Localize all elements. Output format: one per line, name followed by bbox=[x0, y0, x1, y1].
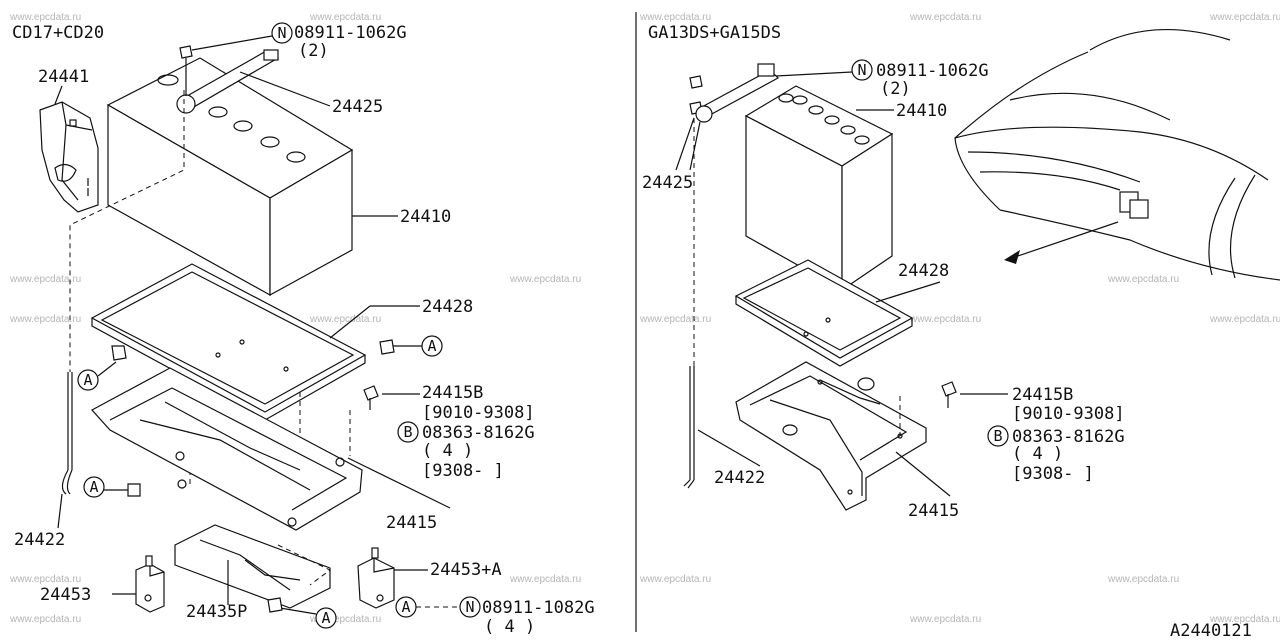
part-label-24410: 24410 bbox=[896, 101, 947, 121]
bracket-24453a: 24453+A bbox=[357, 547, 502, 609]
svg-text:N: N bbox=[857, 61, 866, 79]
a-marker bbox=[315, 607, 337, 629]
watermark: www.epcdata.ru bbox=[509, 274, 581, 285]
date-range: [9010-9308] bbox=[1012, 404, 1125, 424]
a-marker bbox=[83, 476, 105, 498]
part-qty: (2) bbox=[880, 79, 911, 99]
watermark: www.epcdata.ru bbox=[1107, 274, 1179, 285]
watermark: www.epcdata.ru bbox=[9, 274, 81, 285]
nut-top-callout: N 08911-1062G (2) bbox=[191, 22, 407, 61]
tray-24428: 24428 bbox=[90, 263, 473, 421]
svg-text:A: A bbox=[401, 598, 410, 616]
watermark: www.epcdata.ru bbox=[309, 314, 381, 325]
hold-down-24425: 24425 bbox=[642, 63, 779, 193]
svg-text:A: A bbox=[321, 609, 330, 627]
n-marker bbox=[851, 59, 873, 81]
part-number-08363-8162g: 08363-8162G bbox=[422, 423, 535, 443]
svg-text:A: A bbox=[427, 337, 436, 355]
n-marker-letter: N bbox=[277, 24, 286, 42]
watermarks: www.epcdata.ru www.epcdata.ru www.epcdat… bbox=[9, 12, 1280, 625]
svg-text:A: A bbox=[89, 478, 98, 496]
car-location-sketch bbox=[954, 29, 1280, 281]
watermark: www.epcdata.ru bbox=[639, 574, 711, 585]
b-marker bbox=[397, 421, 419, 443]
watermark: www.epcdata.ru bbox=[909, 314, 981, 325]
support-24435p: 24435P bbox=[174, 524, 331, 622]
watermark: www.epcdata.ru bbox=[1209, 314, 1280, 325]
nut-callout-right: N 08911-1062G (2) bbox=[775, 59, 989, 99]
part-label-24453: 24453 bbox=[40, 585, 91, 605]
watermark: www.epcdata.ru bbox=[909, 12, 981, 23]
date-range: [9010-9308] bbox=[422, 403, 535, 423]
diagram-code: A2440121 bbox=[1170, 621, 1252, 640]
watermark: www.epcdata.ru bbox=[309, 614, 381, 625]
part-label-24410: 24410 bbox=[400, 207, 451, 227]
rod-24422: 24422 bbox=[683, 118, 765, 489]
bracket-24453: 24453 bbox=[40, 555, 165, 613]
part-number-08363-8162g: 08363-8162G bbox=[1012, 427, 1125, 447]
svg-text:A: A bbox=[83, 371, 92, 389]
watermark: www.epcdata.ru bbox=[9, 314, 81, 325]
n-marker bbox=[271, 22, 293, 44]
left-panel-title: CD17+CD20 bbox=[12, 23, 104, 43]
part-label-24453a: 24453+A bbox=[430, 560, 502, 580]
part-label-24415: 24415 bbox=[908, 501, 959, 521]
part-qty: ( 4 ) bbox=[1012, 444, 1063, 464]
part-label-24435p: 24435P bbox=[186, 602, 247, 622]
part-label-24428: 24428 bbox=[422, 297, 473, 317]
right-panel-title: GA13DS+GA15DS bbox=[648, 23, 781, 43]
alignment-line bbox=[69, 90, 185, 372]
part-number-08911-1062g: 08911-1062G bbox=[294, 23, 407, 43]
svg-text:N: N bbox=[465, 598, 474, 616]
watermark: www.epcdata.ru bbox=[9, 614, 81, 625]
date-range: [9308- ] bbox=[1012, 464, 1094, 484]
part-label-24415b: 24415B bbox=[422, 383, 483, 403]
watermark: www.epcdata.ru bbox=[909, 614, 981, 625]
watermark: www.epcdata.ru bbox=[509, 574, 581, 585]
bolt-callout-right: 24415B [9010-9308] B 08363-8162G ( 4 ) [… bbox=[941, 381, 1125, 484]
part-qty: ( 4 ) bbox=[484, 617, 535, 637]
part-label-24422: 24422 bbox=[14, 530, 65, 550]
watermark: www.epcdata.ru bbox=[639, 314, 711, 325]
part-label-24428: 24428 bbox=[898, 261, 949, 281]
watermark: www.epcdata.ru bbox=[1209, 614, 1280, 625]
part-label-24425: 24425 bbox=[642, 173, 693, 193]
watermark: www.epcdata.ru bbox=[639, 12, 711, 23]
bracket-24415: 24415 bbox=[735, 361, 959, 521]
part-label-24441: 24441 bbox=[38, 67, 89, 87]
tray-24428: 24428 bbox=[734, 259, 949, 367]
part-qty: ( 4 ) bbox=[422, 441, 473, 461]
part-label-24422: 24422 bbox=[714, 468, 765, 488]
watermark: www.epcdata.ru bbox=[1209, 12, 1280, 23]
svg-text:B: B bbox=[993, 427, 1002, 445]
svg-text:B: B bbox=[403, 423, 412, 441]
part-number-08911-1062g: 08911-1062G bbox=[876, 61, 989, 81]
watermark: www.epcdata.ru bbox=[9, 574, 81, 585]
a-marker bbox=[77, 369, 99, 391]
n-marker bbox=[459, 596, 481, 618]
part-label-24425: 24425 bbox=[332, 97, 383, 117]
bracket-24415: 24415 bbox=[91, 367, 451, 533]
part-label-24415b: 24415B bbox=[1012, 385, 1073, 405]
leader-line bbox=[191, 35, 273, 51]
battery-24410: 24410 bbox=[744, 85, 947, 292]
part-label-24415: 24415 bbox=[386, 513, 437, 533]
watermark: www.epcdata.ru bbox=[309, 12, 381, 23]
bolt-callout-left: 24415B [9010-9308] B 08363-8162G ( 4 ) [… bbox=[363, 383, 535, 481]
watermark: www.epcdata.ru bbox=[1107, 574, 1179, 585]
part-number-08911-1082g: 08911-1082G bbox=[482, 598, 595, 618]
watermark: www.epcdata.ru bbox=[9, 12, 81, 23]
date-range: [9308- ] bbox=[422, 461, 504, 481]
rod-24422: 24422 bbox=[14, 372, 73, 550]
part-qty: (2) bbox=[298, 41, 329, 61]
b-marker bbox=[987, 425, 1009, 447]
battery-24410: 24425 24410 bbox=[106, 45, 451, 297]
bracket-24441: 24441 bbox=[38, 67, 99, 213]
nut-bottom-callout: N 08911-1082G ( 4 ) bbox=[416, 596, 595, 637]
a-markers-left: A A A A A bbox=[77, 335, 443, 629]
